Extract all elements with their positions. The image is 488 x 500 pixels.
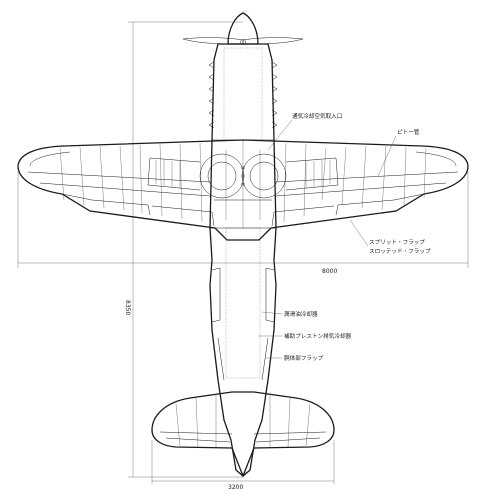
tailplane-span-dimension-label: 3200	[228, 484, 243, 491]
cowl-flap-label: 胴体部フラップ	[284, 354, 324, 362]
rear-cooler-label: 補助プレストン排気冷却器	[284, 332, 352, 340]
fuselage-icon	[208, 43, 278, 477]
pitot-tube-label: ピトー管	[397, 128, 420, 136]
propeller-icon	[182, 12, 304, 45]
cooling-air-inlet-label: 通気冷却空気取入口	[292, 112, 342, 120]
length-dimension-label: 8350	[124, 300, 131, 315]
radiators-icon	[147, 153, 339, 199]
slotted-flap-label: スロッテッド・フラップ	[369, 248, 431, 255]
tailplane-icon	[151, 391, 335, 478]
dimension-lines	[17, 21, 469, 484]
span-dimension-label: 8000	[322, 268, 337, 275]
wing-icon	[17, 139, 469, 241]
oil-cooler-label: 潤滑油冷却器	[284, 310, 318, 318]
leader-lines	[258, 119, 397, 359]
split-flap-label: スプリット・フラップ	[369, 239, 425, 246]
